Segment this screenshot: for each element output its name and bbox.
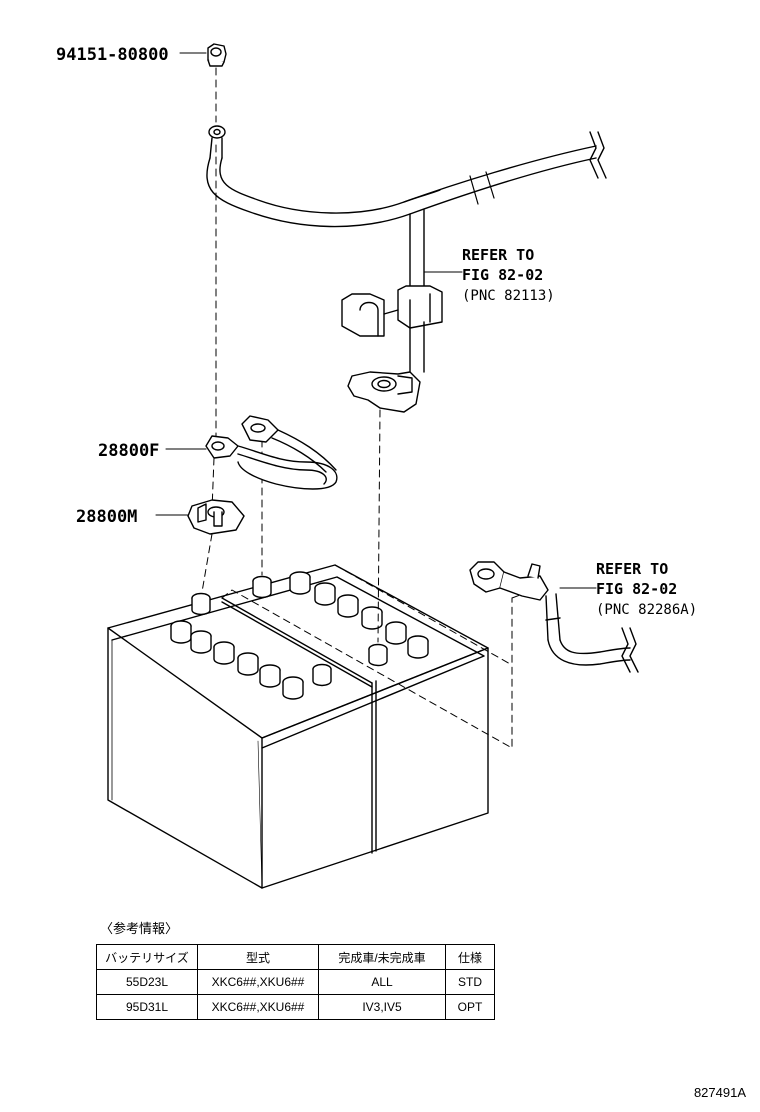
nut-part [207, 43, 227, 67]
table-row: 55D23L XKC6##,XKU6## ALL STD [96, 969, 495, 995]
cell-cap [361, 606, 383, 630]
fuse-block [341, 285, 443, 337]
header-model: 型式 [197, 944, 319, 970]
cell-battery-size: 55D23L [96, 969, 198, 995]
cell-vehicle-type: IV3,IV5 [318, 994, 446, 1020]
ref1-line1: REFER TO [462, 246, 534, 264]
cell-model: XKC6##,XKU6## [197, 994, 319, 1020]
negative-side-clamp [347, 321, 425, 413]
cell-cap [237, 652, 259, 676]
negative-terminal-post [368, 643, 388, 667]
header-spec: 仕様 [445, 944, 495, 970]
cell-cap [170, 620, 192, 644]
battery-info-table: バッテリサイズ 型式 完成車/未完成車 仕様 55D23L XKC6##,XKU… [96, 944, 495, 1020]
cell-cap [259, 664, 281, 688]
terminal-28800M [187, 499, 245, 535]
reference-info-title: 〈参考情報〉 [100, 921, 179, 936]
label-terminal-28800F: 28800F [98, 441, 159, 461]
cell-cap [190, 630, 212, 654]
battery [107, 564, 489, 889]
cell-cap [337, 594, 359, 618]
terminal-cable-28800F [205, 415, 338, 490]
ref2-line2: FIG 82-02 [596, 580, 677, 598]
header-vehicle-type: 完成車/未完成車 [318, 944, 446, 970]
label-nut-94151-80800: 94151-80800 [56, 45, 169, 65]
cell-cap [314, 582, 336, 606]
negative-terminal-post-2 [312, 663, 332, 687]
header-battery-size: バッテリサイズ [96, 944, 198, 970]
cell-spec: STD [445, 969, 495, 995]
label-terminal-28800M: 28800M [76, 507, 137, 527]
cell-battery-size: 95D31L [96, 994, 198, 1020]
table-row: 95D31L XKC6##,XKU6## IV3,IV5 OPT [96, 994, 495, 1020]
assembly-dashed-lines [201, 67, 529, 749]
positive-terminal-post [191, 592, 211, 616]
cell-model: XKC6##,XKU6## [197, 969, 319, 995]
ref1-line3: (PNC 82113) [462, 288, 555, 304]
cell-cap [385, 621, 407, 645]
negative-cable [469, 561, 639, 673]
positive-cable [206, 125, 607, 301]
cell-vehicle-type: ALL [318, 969, 446, 995]
leader-lines [155, 52, 597, 589]
cell-cap [289, 571, 311, 595]
ref2-line3: (PNC 82286A) [596, 602, 697, 618]
ref1-line2: FIG 82-02 [462, 266, 543, 284]
table-header-row: バッテリサイズ 型式 完成車/未完成車 仕様 [96, 944, 495, 970]
positive-terminal-post-2 [252, 575, 272, 599]
cell-cap [282, 676, 304, 700]
figure-number: 827491A [693, 1085, 746, 1100]
cell-cap [407, 635, 429, 659]
ref2-line1: REFER TO [596, 560, 668, 578]
cell-cap [213, 641, 235, 665]
cell-spec: OPT [445, 994, 495, 1020]
